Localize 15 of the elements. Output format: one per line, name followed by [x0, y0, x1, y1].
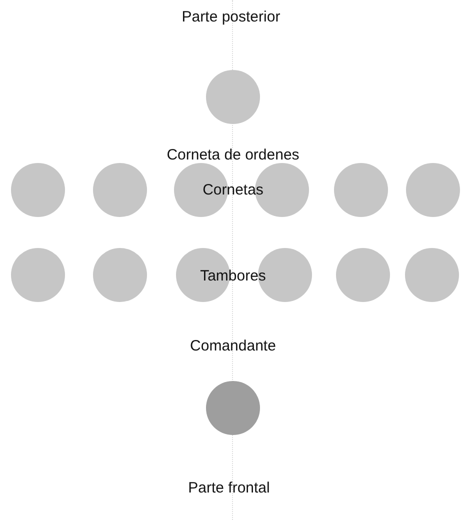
position-label: Corneta de ordenes [166, 146, 300, 164]
row-label: Tambores [200, 268, 266, 284]
musician-circle [93, 248, 147, 302]
musician-circle [11, 163, 65, 217]
musician-circle [93, 163, 147, 217]
commander-circle [206, 381, 260, 435]
direction-label: Parte frontal [188, 480, 270, 496]
direction-label: Parte posterior [182, 8, 280, 26]
musician-circle [405, 248, 459, 302]
musician-circle [11, 248, 65, 302]
position-label: Comandante [190, 338, 276, 354]
row-label: Cornetas [202, 182, 264, 198]
musician-circle [334, 163, 388, 217]
musician-circle [206, 70, 260, 124]
musician-circle [406, 163, 460, 217]
